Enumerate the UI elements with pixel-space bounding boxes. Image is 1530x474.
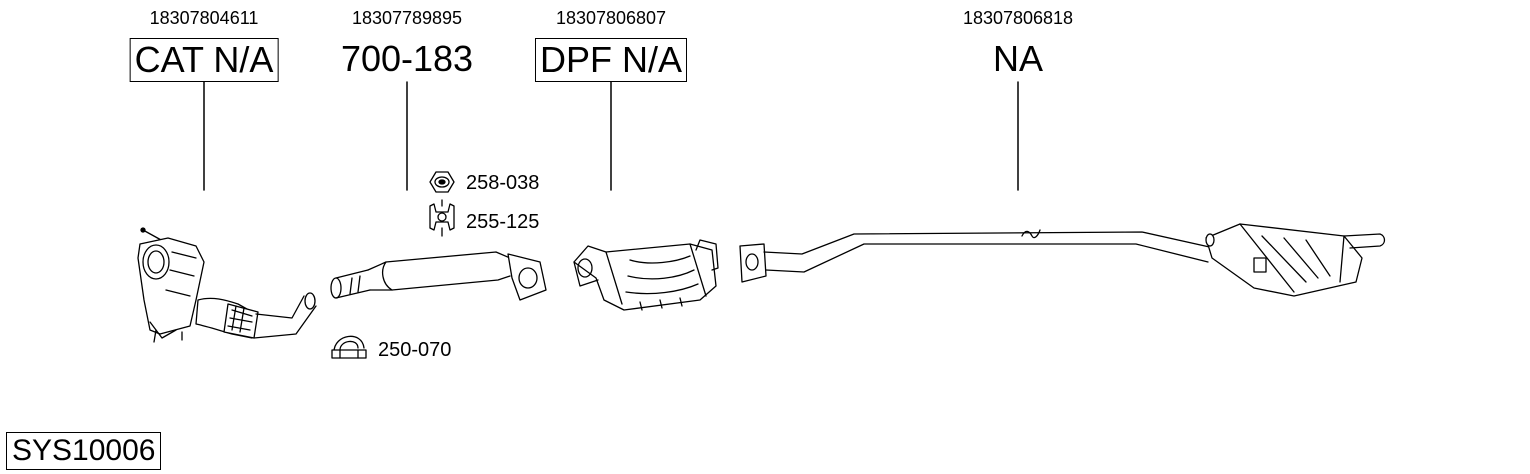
rear-silencer-drawing[interactable] [739,223,1386,297]
accessory-label-clamp[interactable]: 250-070 [378,339,452,361]
part-number-catalyst[interactable]: CAT N/A [129,38,279,82]
system-code: SYS10006 [6,432,162,470]
catalytic-converter-drawing[interactable] [137,227,317,343]
oem-number-front-pipe: 18307789895 [351,8,463,28]
leader-lines [203,81,1019,191]
part-number-rear-silencer[interactable]: NA [992,38,1044,79]
oem-number-dpf: 18307806807 [555,8,667,28]
front-pipe-drawing[interactable] [330,251,547,301]
oem-number-catalyst: 18307804611 [149,8,259,28]
accessory-label-nut[interactable]: 258-038 [466,172,540,194]
accessory-label-hanger[interactable]: 255-125 [466,211,540,233]
nut-icon [429,171,455,193]
part-number-front-pipe[interactable]: 700-183 [340,38,474,79]
rubber-hanger-icon [429,199,455,237]
oem-number-rear-silencer: 18307806818 [962,8,1074,28]
clamp-icon [331,335,367,359]
dpf-drawing[interactable] [573,239,719,311]
